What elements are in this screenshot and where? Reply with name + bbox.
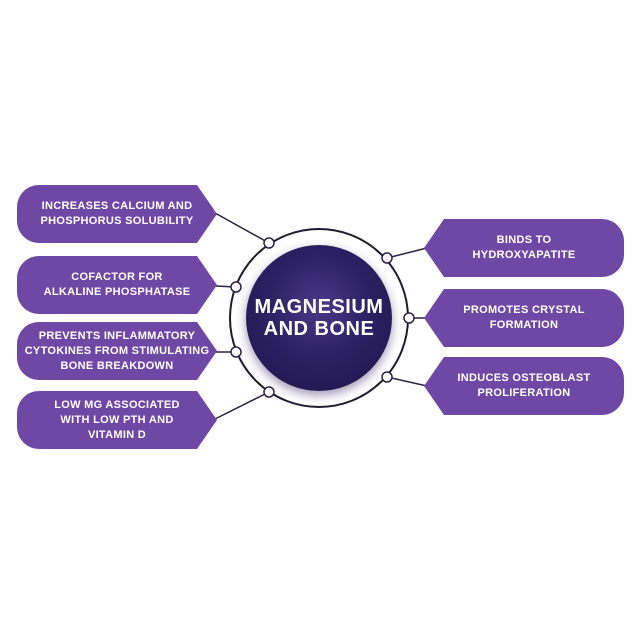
right-card-label: PROMOTES CRYSTAL FORMATION	[463, 304, 585, 331]
right-card-shape	[424, 357, 624, 415]
connector-node-right-1	[381, 252, 393, 264]
left-card-label: COFACTOR FOR ALKALINE PHOSPHATASE	[43, 271, 191, 298]
connector-line-right-1	[386, 247, 428, 259]
left-card-4: LOW MG ASSOCIATED WITH LOW PTH AND VITAM…	[17, 391, 217, 449]
connector-node-left-4	[263, 386, 275, 398]
left-card-label: PREVENTS INFLAMMATORY CYTOKINES FROM STI…	[24, 329, 210, 372]
left-card-2: COFACTOR FOR ALKALINE PHOSPHATASE	[17, 256, 217, 314]
left-card-1: INCREASES CALCIUM AND PHOSPHORUS SOLUBIL…	[17, 185, 217, 243]
left-card-label: INCREASES CALCIUM AND PHOSPHORUS SOLUBIL…	[40, 200, 194, 227]
right-card-3: INDUCES OSTEOBLAST PROLIFERATION	[424, 357, 624, 415]
right-card-shape	[424, 219, 624, 277]
right-card-shape	[424, 289, 624, 347]
right-card-label: BINDS TO HYDROXYAPATITE	[472, 234, 576, 261]
right-card-2: PROMOTES CRYSTAL FORMATION	[424, 289, 624, 347]
left-card-shape	[17, 185, 217, 243]
left-card-shape	[17, 322, 217, 380]
left-card-3: PREVENTS INFLAMMATORY CYTOKINES FROM STI…	[17, 322, 217, 380]
connector-node-right-3	[381, 371, 393, 383]
right-card-label: INDUCES OSTEOBLAST PROLIFERATION	[457, 372, 591, 399]
connector-node-left-2	[230, 281, 242, 293]
right-card-1: BINDS TO HYDROXYAPATITE	[424, 219, 624, 277]
left-card-shape	[17, 256, 217, 314]
connector-node-left-1	[263, 237, 275, 249]
left-card-shape	[17, 391, 217, 449]
central-hub: MAGNESIUM AND BONE	[246, 245, 392, 391]
hub-title: MAGNESIUM AND BONE	[254, 296, 384, 340]
connector-line-right-3	[386, 376, 428, 387]
connector-node-right-2	[403, 312, 415, 324]
connector-line-left-4	[214, 391, 270, 420]
connector-node-left-3	[230, 346, 242, 358]
left-card-label: LOW MG ASSOCIATED WITH LOW PTH AND VITAM…	[54, 398, 180, 441]
connector-line-left-1	[214, 212, 270, 244]
